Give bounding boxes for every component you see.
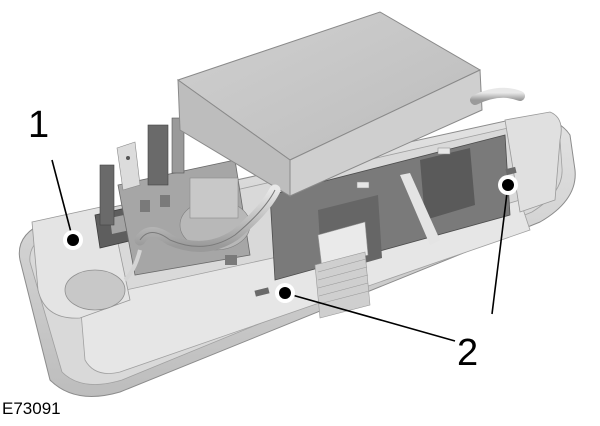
retaining-slot-right [505,166,517,176]
connector-grille [314,221,371,319]
callout-2-leader-right [491,175,518,315]
callout-label-1: 1 [28,104,50,146]
figure-id: E73091 [2,399,61,418]
callout-2-leader-front [275,283,456,342]
wire-harness [123,87,525,282]
callout-1-leader [51,159,83,250]
retaining-slot-front [254,287,270,297]
callout-label-2: 2 [457,332,479,374]
electronic-module [176,11,483,197]
